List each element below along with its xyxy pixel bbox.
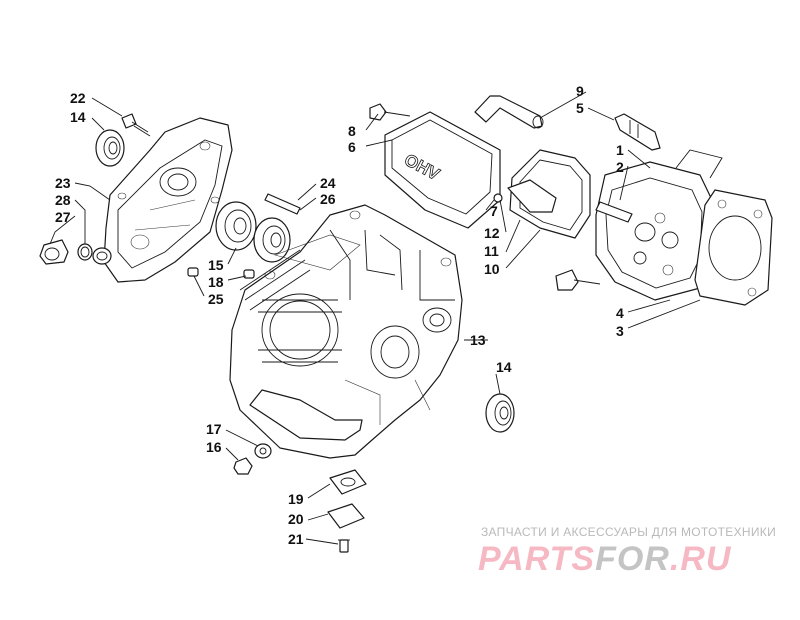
bolt-22 xyxy=(121,113,151,137)
logo-parts: PARTS xyxy=(478,540,596,578)
callout-13: 13 xyxy=(470,332,486,348)
breather-tube xyxy=(474,95,544,129)
o-ring xyxy=(77,243,93,261)
callout-14-right: 14 xyxy=(496,359,512,375)
callout-19: 19 xyxy=(288,491,304,507)
pin-24 xyxy=(264,193,301,215)
washer-17 xyxy=(254,443,272,459)
leader-lines xyxy=(49,91,701,545)
callout-7: 7 xyxy=(490,203,498,219)
callout-22: 22 xyxy=(70,90,86,106)
callout-11: 11 xyxy=(484,243,499,259)
plate-20 xyxy=(327,503,365,529)
drain-plug xyxy=(39,239,69,265)
bearing-15b xyxy=(253,217,291,263)
callout-4: 4 xyxy=(616,305,624,321)
head-gasket xyxy=(694,189,773,306)
callout-16: 16 xyxy=(206,439,222,455)
dowel-25 xyxy=(187,267,199,277)
screw-21 xyxy=(338,539,350,553)
callout-25: 25 xyxy=(208,291,224,307)
stud xyxy=(595,201,633,223)
callout-5: 5 xyxy=(576,100,584,116)
crankcase-cover xyxy=(103,117,233,283)
bolt-16 xyxy=(233,457,253,475)
callout-27: 27 xyxy=(55,209,71,225)
callout-26: 26 xyxy=(320,191,336,207)
callout-numbers: 22 14 23 28 27 24 26 15 18 25 13 14 17 1… xyxy=(55,83,624,547)
callout-12: 12 xyxy=(484,225,500,241)
head-bolt xyxy=(555,269,601,291)
callout-2: 2 xyxy=(616,159,624,175)
watermark-tagline: ЗАПЧАСТИ И АКСЕССУАРЫ ДЛЯ МОТОТЕХНИКИ xyxy=(480,525,776,539)
callout-14-left: 14 xyxy=(70,109,86,125)
valve-cover: OHV xyxy=(384,111,501,229)
callout-17: 17 xyxy=(206,421,222,437)
screw-7 xyxy=(493,193,503,203)
reed-plate xyxy=(507,179,557,213)
bearing-right xyxy=(485,393,515,433)
dowel-18 xyxy=(243,269,255,279)
gasket-19 xyxy=(329,469,367,495)
callout-6: 6 xyxy=(348,139,356,155)
callout-1: 1 xyxy=(616,142,624,158)
callout-24: 24 xyxy=(320,175,336,191)
callout-21: 21 xyxy=(288,531,304,547)
callout-23: 23 xyxy=(55,175,71,191)
watermark-logo: PARTSFOR.RU xyxy=(478,540,731,579)
callout-28: 28 xyxy=(55,192,71,208)
bearing-upper-left xyxy=(95,129,125,167)
filler-cap xyxy=(92,247,112,265)
logo-ru: .RU xyxy=(669,540,732,578)
bearing-15a xyxy=(215,201,257,251)
cylinder-head xyxy=(595,149,723,301)
bolt-8 xyxy=(369,103,411,121)
callout-8: 8 xyxy=(348,123,356,139)
callout-10: 10 xyxy=(484,261,500,277)
callout-3: 3 xyxy=(616,323,624,339)
callout-15: 15 xyxy=(208,257,224,273)
callout-9: 9 xyxy=(576,83,584,99)
spark-plug xyxy=(614,113,661,151)
crankcase xyxy=(229,204,463,459)
callout-18: 18 xyxy=(208,274,224,290)
logo-for: FOR xyxy=(595,540,670,578)
callout-20: 20 xyxy=(288,511,304,527)
